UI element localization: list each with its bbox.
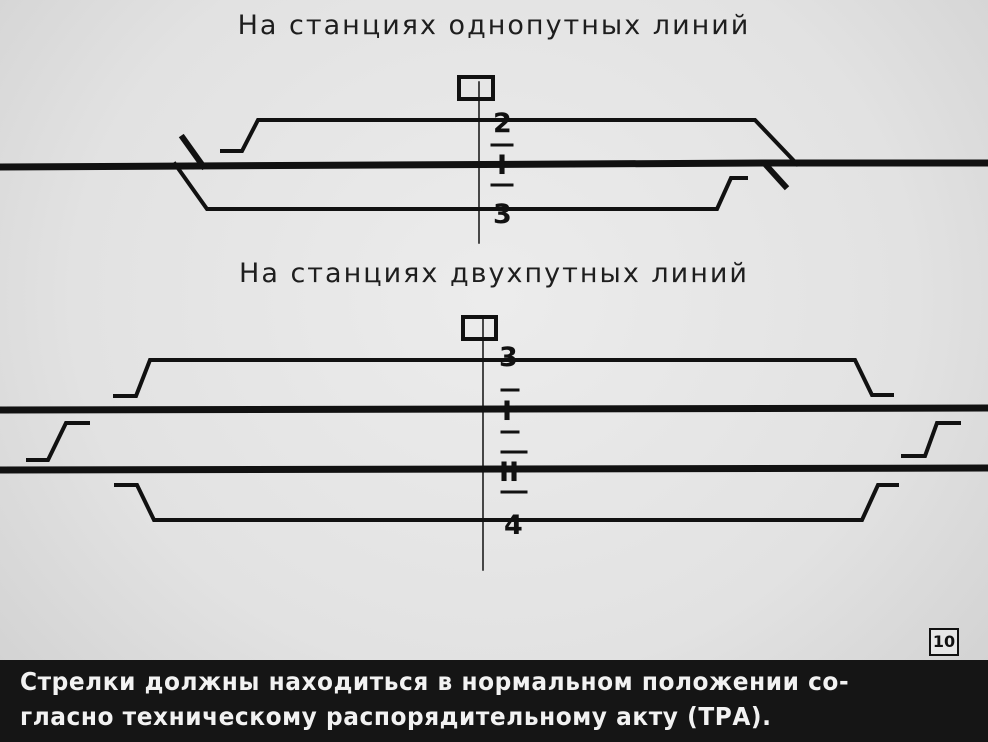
main-track-2-double: [0, 464, 988, 474]
main-track-1-single: [0, 159, 988, 171]
label-track-2-double: II: [499, 457, 519, 488]
crossover-stub-left: [26, 421, 90, 462]
station-track-diagram: 2 I 3 3 I II 4: [0, 75, 988, 571]
switch-stub-left: [178, 133, 208, 171]
siding-track-2: [220, 118, 800, 167]
label-track-1-double: I: [502, 396, 512, 427]
label-track-3-double: 3: [499, 342, 518, 373]
main-track-1-double: [0, 404, 988, 414]
caption-line-1: Стрелки должны находиться в нормальном п…: [20, 667, 850, 696]
label-track-4-double: 4: [504, 510, 523, 541]
siding-track-3-double: [113, 358, 894, 398]
frame-number-badge: 10: [929, 628, 959, 656]
double-track-heading: На станциях двухпутных линий: [239, 258, 749, 289]
station-building-single: [457, 75, 495, 101]
single-track-heading: На станциях однопутных линий: [237, 10, 751, 41]
single-track-station-scheme: [0, 75, 988, 244]
caption-line-2: гласно техническому распорядительному ак…: [20, 702, 772, 731]
siding-track-4-double: [114, 483, 899, 522]
switch-stub-right: [760, 159, 790, 191]
siding-track-3: [172, 161, 748, 211]
label-track-3-single: 3: [493, 199, 512, 230]
double-track-station-scheme: [0, 315, 988, 571]
station-building-double: [461, 315, 498, 341]
label-track-2-single: 2: [493, 108, 512, 139]
label-track-1-single: I: [497, 150, 507, 181]
crossover-stub-right: [901, 421, 961, 458]
caption-band: Стрелки должны находиться в нормальном п…: [0, 660, 988, 742]
